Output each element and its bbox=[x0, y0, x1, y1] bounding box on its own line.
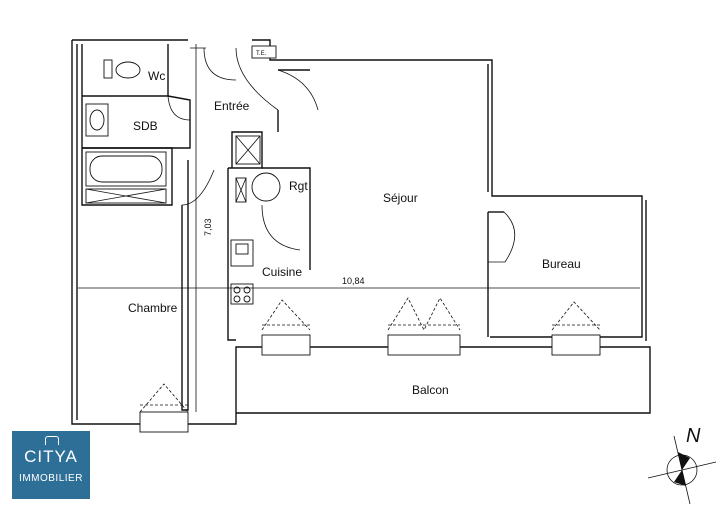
door-swings bbox=[167, 47, 516, 263]
windows bbox=[139, 297, 601, 433]
logo-subtitle: IMMOBILIER bbox=[19, 473, 83, 484]
dimension-height: 7,03 bbox=[203, 218, 213, 236]
room-label-cuisine: Cuisine bbox=[262, 265, 302, 279]
logo-emblem-icon bbox=[45, 436, 59, 445]
room-label-bureau: Bureau bbox=[542, 257, 581, 271]
room-label-sejour: Séjour bbox=[383, 191, 418, 205]
interior-walls bbox=[81, 44, 504, 411]
outer-walls bbox=[71, 39, 651, 425]
room-label-sdb: SDB bbox=[133, 119, 158, 133]
fixtures bbox=[85, 45, 281, 305]
compass-north-label: N bbox=[686, 425, 701, 447]
room-label-wc: Wc bbox=[148, 69, 165, 83]
citya-logo: CITYA IMMOBILIER bbox=[12, 431, 90, 499]
dimension-lines bbox=[78, 44, 640, 412]
room-label-chambre: Chambre bbox=[128, 301, 178, 315]
room-label-balcon: Balcon bbox=[412, 383, 449, 397]
logo-brand: CITYA bbox=[24, 447, 78, 466]
room-label-rangement: Rgt bbox=[289, 179, 308, 193]
room-label-entree: Entrée bbox=[214, 99, 250, 113]
compass-icon bbox=[647, 435, 717, 505]
te-marker: T.E. bbox=[256, 51, 267, 57]
toilet-icon bbox=[103, 59, 113, 79]
dimension-width: 10,84 bbox=[342, 276, 365, 286]
water-heater-icon bbox=[251, 172, 281, 202]
